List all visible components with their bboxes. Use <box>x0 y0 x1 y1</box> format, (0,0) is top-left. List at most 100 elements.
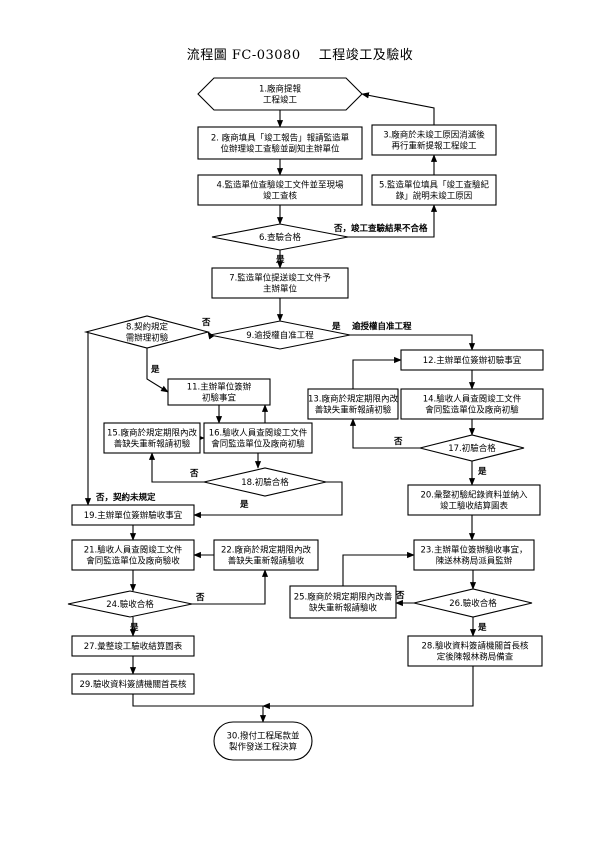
node-label: 19.主辦單位簽辦驗收事宜 <box>84 510 183 521</box>
flow-connector <box>361 92 435 125</box>
node-label: 30.撥付工程尾款並 <box>226 731 300 742</box>
node-n26: 26.驗收合格 <box>413 588 533 618</box>
node-label: 竣工查核 <box>263 191 298 202</box>
process-box <box>71 635 195 657</box>
flow-connector <box>342 551 415 586</box>
decision-diamond <box>211 223 349 251</box>
node-label: 錄」說明未竣工原因 <box>396 191 473 202</box>
process-box <box>400 388 544 420</box>
node-label: 善缺失重新報請驗收 <box>228 556 305 567</box>
flow-connector <box>349 418 420 449</box>
process-box <box>203 422 313 454</box>
node-label: 會同監造單位及廠商驗收 <box>86 556 180 567</box>
node-label: 22.廠商於規定期限內改 <box>221 545 312 556</box>
edge-label-e17_yes: 是 <box>477 466 487 477</box>
node-n17: 17.初驗合格 <box>419 434 525 462</box>
decision-diamond <box>83 315 211 349</box>
decision-diamond <box>209 320 351 350</box>
flow-connector <box>193 481 343 519</box>
node-n24: 24.驗收合格 <box>67 590 193 618</box>
flow-connector <box>192 569 269 605</box>
node-label: 28.驗收資料簽請機關首長核 <box>421 641 529 652</box>
node-n27: 27.彙整竣工驗收結算圖表 <box>71 635 195 657</box>
process-box <box>211 267 349 299</box>
node-label: 2. 廠商填具「竣工報告」報請監造單 <box>211 133 350 144</box>
end-terminator <box>213 721 313 761</box>
edge-label-e9_yes: 是 <box>331 321 341 332</box>
node-label: 29.驗收資料簽請機關首長核 <box>79 679 187 690</box>
node-label: 18.初驗合格 <box>241 477 289 488</box>
node-n19: 19.主辦單位簽辦驗收事宜 <box>71 504 195 526</box>
node-label: 11.主辦單位簽辦 <box>187 382 252 393</box>
node-label: 陳送林務局派員監辦 <box>436 556 513 567</box>
node-label: 會同監造單位及廠商初驗 <box>425 405 519 416</box>
edge-label-e26_no: 否 <box>395 591 405 601</box>
node-label: 位辦理竣工查驗並副知主辦單位 <box>220 144 340 155</box>
process-box <box>197 126 363 160</box>
node-n11: 11.主辦單位簽辦初驗事宜 <box>167 378 271 406</box>
node-label: 21.驗收人員查閱竣工文件 <box>84 545 183 556</box>
process-box <box>103 422 201 454</box>
process-box <box>307 388 399 420</box>
node-label: 23.主辦單位簽辦驗收事宜， <box>420 545 527 556</box>
node-n12: 12.主辦單位簽辦初驗事宜 <box>400 349 544 371</box>
node-label: 主辦單位 <box>263 284 298 295</box>
process-box <box>71 504 195 526</box>
node-label: 善缺失重新報請初驗 <box>114 439 191 450</box>
node-n6: 6.查驗合格 <box>211 223 349 251</box>
process-box <box>371 174 497 206</box>
edge-label-e17_no: 否 <box>393 437 403 447</box>
node-label: 25.廠商於規定期限內改善 <box>294 592 393 603</box>
process-box <box>197 174 363 206</box>
node-label: 工程竣工 <box>263 95 298 106</box>
node-label: 20.彙整初驗紀錄資料並納入 <box>420 490 528 501</box>
node-label: 7.監造單位提送竣工文件予 <box>229 273 331 284</box>
node-n9: 9.逾授權自准工程 <box>209 320 351 350</box>
flow-connector <box>148 452 204 483</box>
node-label: 24.驗收合格 <box>106 599 154 610</box>
node-n18: 18.初驗合格 <box>203 467 327 497</box>
node-label: 16.驗收人員查閱竣工文件 <box>209 428 308 439</box>
node-label: 9.逾授權自准工程 <box>246 330 314 341</box>
process-box <box>407 635 543 667</box>
start-terminator <box>197 77 363 111</box>
node-label: 製作發送工程決算 <box>229 742 298 753</box>
node-label: 1.廠商提報 <box>259 84 302 95</box>
process-box <box>289 585 397 619</box>
node-label: 13.廠商於規定期限內改 <box>308 394 399 405</box>
node-label: 27.彙整竣工驗收結算圖表 <box>84 641 183 652</box>
flow-connector <box>350 334 476 351</box>
node-label: 12.主辦單位簽辦初驗事宜 <box>423 355 522 366</box>
edge-label-e24_no: 否 <box>195 593 205 603</box>
process-box <box>167 378 271 406</box>
flow-connector <box>207 331 215 340</box>
node-label: 缺失重新報請驗收 <box>309 603 378 614</box>
flow-connector <box>352 356 402 389</box>
node-label: 3.廠商於未竣工原因消滅後 <box>383 130 485 141</box>
node-label: 再行重新提報工程竣工 <box>391 141 477 152</box>
flow-connector <box>146 348 169 393</box>
edge-label-e26_yes: 是 <box>477 622 487 633</box>
node-label: 26.驗收合格 <box>449 598 497 609</box>
edge-label-e8_yes: 是 <box>150 364 160 375</box>
edge-label-e18_no: 否 <box>189 469 199 479</box>
node-label: 8.契約規定 <box>126 322 169 333</box>
process-box <box>213 539 319 571</box>
decision-diamond <box>419 434 525 462</box>
node-label: 5.監造單位填具「竣工查驗紀 <box>379 180 490 191</box>
process-box <box>400 349 544 371</box>
edge-label-e9_yes_note: 逾授權自准工程 <box>352 321 412 332</box>
